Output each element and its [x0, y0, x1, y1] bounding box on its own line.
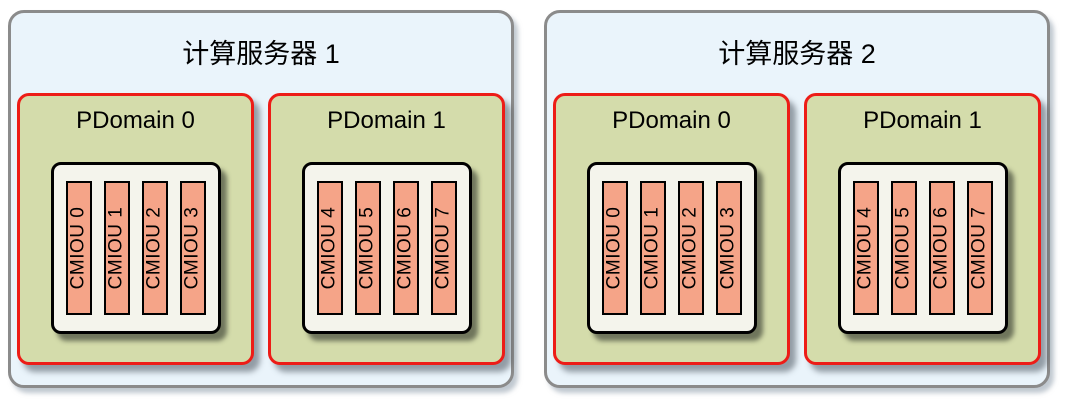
cmiou-panel: CMIOU 0 CMIOU 1 CMIOU 2 CMIOU 3 — [50, 162, 221, 334]
cmiou-bar: CMIOU 0 — [601, 181, 628, 315]
cmiou-label: CMIOU 1 — [641, 206, 663, 290]
pdomain-box-0: PDomain 0 CMIOU 0 CMIOU 1 CMIOU 2 CMIOU … — [553, 93, 790, 365]
cmiou-bar: CMIOU 6 — [392, 181, 419, 315]
pdomain-row: PDomain 0 CMIOU 0 CMIOU 1 CMIOU 2 CMIOU … — [11, 93, 511, 365]
cmiou-label: CMIOU 2 — [143, 206, 165, 290]
pdomain-box-1: PDomain 1 CMIOU 4 CMIOU 5 CMIOU 6 CMIOU … — [804, 93, 1041, 365]
pdomain-title: PDomain 0 — [612, 107, 731, 134]
pdomain-title: PDomain 0 — [76, 107, 195, 134]
cmiou-bar: CMIOU 3 — [715, 181, 742, 315]
cmiou-panel: CMIOU 4 CMIOU 5 CMIOU 6 CMIOU 7 — [837, 162, 1008, 334]
cmiou-bar: CMIOU 2 — [141, 181, 168, 315]
cmiou-label: CMIOU 2 — [679, 206, 701, 290]
server-title: 计算服务器 2 — [718, 39, 876, 69]
cmiou-label: CMIOU 0 — [67, 206, 89, 290]
cmiou-label: CMIOU 4 — [318, 206, 340, 290]
cmiou-label: CMIOU 4 — [854, 206, 876, 290]
cmiou-label: CMIOU 5 — [356, 206, 378, 290]
cmiou-bar: CMIOU 1 — [639, 181, 666, 315]
cmiou-bar: CMIOU 0 — [65, 181, 92, 315]
pdomain-row: PDomain 0 CMIOU 0 CMIOU 1 CMIOU 2 CMIOU … — [547, 93, 1047, 365]
cmiou-label: CMIOU 3 — [181, 206, 203, 290]
cmiou-panel: CMIOU 0 CMIOU 1 CMIOU 2 CMIOU 3 — [586, 162, 757, 334]
cmiou-label: CMIOU 5 — [892, 206, 914, 290]
server-box-2: 计算服务器 2 PDomain 0 CMIOU 0 CMIOU 1 CMIOU … — [544, 10, 1050, 388]
server-box-1: 计算服务器 1 PDomain 0 CMIOU 0 CMIOU 1 CMIOU … — [8, 10, 514, 388]
server-title: 计算服务器 1 — [182, 39, 340, 69]
cmiou-label: CMIOU 6 — [394, 206, 416, 290]
cmiou-bar: CMIOU 5 — [890, 181, 917, 315]
cmiou-label: CMIOU 6 — [930, 206, 952, 290]
pdomain-title: PDomain 1 — [863, 107, 982, 134]
pdomain-title: PDomain 1 — [327, 107, 446, 134]
cmiou-bar: CMIOU 4 — [316, 181, 343, 315]
cmiou-bar: CMIOU 7 — [966, 181, 993, 315]
pdomain-box-1: PDomain 1 CMIOU 4 CMIOU 5 CMIOU 6 CMIOU … — [268, 93, 505, 365]
cmiou-bar: CMIOU 2 — [677, 181, 704, 315]
cmiou-bar: CMIOU 4 — [852, 181, 879, 315]
cmiou-label: CMIOU 0 — [603, 206, 625, 290]
cmiou-bar: CMIOU 1 — [103, 181, 130, 315]
cmiou-bar: CMIOU 5 — [354, 181, 381, 315]
cmiou-label: CMIOU 1 — [105, 206, 127, 290]
cmiou-bar: CMIOU 6 — [928, 181, 955, 315]
cmiou-panel: CMIOU 4 CMIOU 5 CMIOU 6 CMIOU 7 — [301, 162, 472, 334]
pdomain-box-0: PDomain 0 CMIOU 0 CMIOU 1 CMIOU 2 CMIOU … — [17, 93, 254, 365]
cmiou-bar: CMIOU 3 — [179, 181, 206, 315]
cmiou-bar: CMIOU 7 — [430, 181, 457, 315]
cmiou-label: CMIOU 3 — [717, 206, 739, 290]
cmiou-label: CMIOU 7 — [432, 206, 454, 290]
cmiou-label: CMIOU 7 — [968, 206, 990, 290]
